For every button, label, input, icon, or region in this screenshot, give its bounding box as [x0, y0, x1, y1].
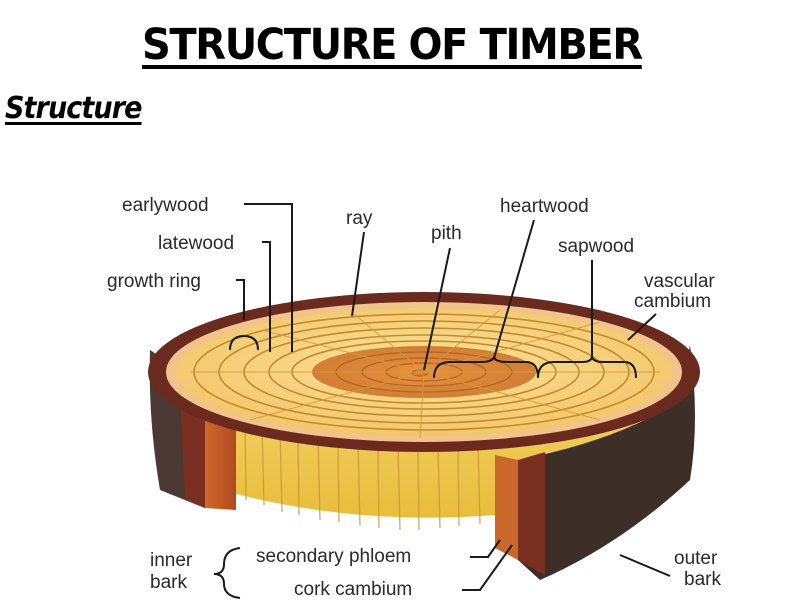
- wood-grain: [244, 419, 481, 531]
- label-heartwood: heartwood: [500, 196, 589, 217]
- bark-cut-left: [180, 395, 205, 508]
- label-secondary-phloem: secondary phloem: [256, 546, 411, 567]
- leader-lines: [213, 203, 671, 599]
- label-vascular-cambium-line2: cambium: [634, 291, 711, 312]
- inner-bark-brace: [213, 547, 241, 599]
- outer-bark-right: [518, 345, 695, 580]
- label-inner-bark-line2: bark: [150, 572, 187, 593]
- label-outer-bark-line1: outer: [674, 548, 718, 569]
- section-subtitle: Structure: [5, 91, 142, 126]
- label-ray: ray: [346, 208, 373, 229]
- inner-bark-cut-right: [495, 455, 518, 560]
- bark-cut-right: [518, 452, 545, 575]
- label-sapwood: sapwood: [558, 236, 634, 257]
- trunk-top: [148, 292, 700, 452]
- label-vascular-cambium-line1: vascular: [644, 271, 715, 292]
- label-inner-bark-line1: inner: [150, 550, 193, 571]
- label-pith: pith: [431, 223, 462, 244]
- inner-bark-cut-left: [205, 402, 236, 510]
- label-earlywood: earlywood: [122, 195, 209, 216]
- label-cork-cambium: cork cambium: [294, 579, 412, 600]
- rays: [190, 309, 660, 439]
- label-outer-bark-line2: bark: [684, 569, 721, 590]
- page-title: STRUCTURE OF TIMBER: [142, 20, 643, 70]
- label-latewood: latewood: [158, 233, 234, 254]
- label-growth-ring: growth ring: [107, 271, 201, 292]
